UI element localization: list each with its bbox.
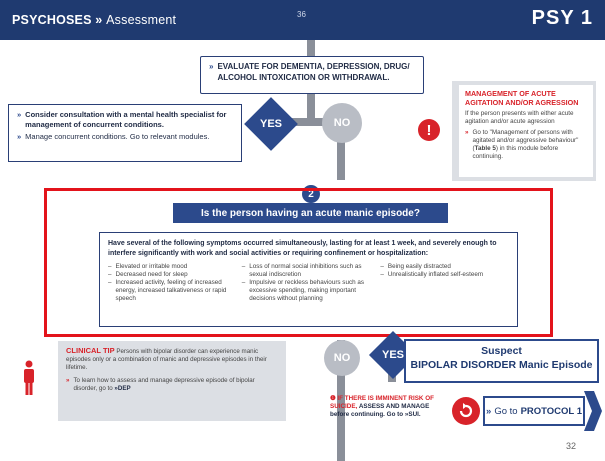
redirect-icon-svg: [459, 403, 473, 418]
agitation-goto-suffix: ) in this module before continuing.: [472, 145, 559, 160]
symptoms-box: Have several of the following symptoms o…: [99, 232, 518, 327]
agitation-table-ref: Table 5: [474, 145, 496, 152]
symptoms-lead: Have several of the following symptoms o…: [108, 240, 497, 257]
header-separator: »: [95, 13, 103, 27]
symptom-item: –Decreased need for sleep: [108, 271, 188, 278]
suicide-red-text: IF THERE IS IMMINENT RISK OF SUICIDE,: [330, 395, 434, 411]
symptoms-col-1: –Elevated or irritable mood –Decreased n…: [108, 263, 232, 303]
flow-line-evaluate-to-yesno: [307, 92, 315, 122]
header-section-title: PSYCHOSES » Assessment: [12, 13, 176, 27]
chevron-right-icon: »: [209, 62, 214, 71]
symptom-item: –Being easily distracted: [380, 263, 451, 270]
symptom-item: –Elevated or irritable mood: [108, 263, 188, 270]
page-number: 32: [566, 441, 577, 451]
no-badge-top: NO: [322, 103, 362, 143]
protocol-arrow-icon: [584, 391, 602, 431]
person-icon: [22, 360, 36, 396]
clinical-tip-learn: » To learn how to assess and manage depr…: [66, 377, 255, 392]
consult-box: » Consider consultation with a mental he…: [8, 104, 242, 162]
header-page-title: Assessment: [106, 13, 177, 27]
clinical-tip-text-block: CLINICAL TIP Persons with bipolar disord…: [66, 347, 278, 372]
agitation-goto: » Go to "Management of persons with agit…: [465, 129, 587, 161]
no-label-top: NO: [333, 117, 351, 129]
evaluate-box: » EVALUATE FOR DEMENTIA, DEPRESSION, DRU…: [200, 56, 424, 94]
clinical-tip-label: CLINICAL TIP: [66, 346, 115, 355]
suspect-line-1: Suspect: [481, 345, 522, 357]
agitation-title: MANAGEMENT OF ACUTE AGITATION AND/OR AGR…: [465, 89, 579, 107]
protocol-arrow-svg: [584, 391, 602, 431]
page-header: PSYCHOSES » Assessment 36 PSY 1: [0, 0, 605, 40]
consult-item-1: Consider consultation with a mental heal…: [25, 110, 227, 129]
question-text: Is the person having an acute manic epis…: [201, 207, 420, 219]
chevron-right-icon: »: [17, 132, 22, 141]
flow-line-horizontal: [270, 118, 346, 126]
alert-icon: !: [418, 119, 440, 141]
yes-label-bottom: YES: [381, 348, 405, 361]
yes-label-top: YES: [259, 117, 283, 130]
warning-icon: ❶: [330, 395, 336, 402]
top-page-number: 36: [297, 10, 306, 19]
redirect-icon: [452, 397, 480, 425]
chevron-right-icon: »: [17, 110, 22, 119]
clinical-tip-learn-text: To learn how to assess and manage depres…: [73, 377, 255, 392]
suicide-note: ❶ IF THERE IS IMMINENT RISK OF SUICIDE, …: [330, 395, 434, 419]
clinical-tip-box: CLINICAL TIP Persons with bipolar disord…: [58, 341, 286, 421]
go-to-protocol-1-button[interactable]: » Go to PROTOCOL 1: [483, 396, 585, 426]
symptoms-col-2: –Loss of normal social inhibitions such …: [242, 263, 371, 303]
suicide-dark-text: ASSESS AND MANAGE before continuing. Go …: [330, 403, 430, 419]
suicide-ref: SUI: [408, 411, 419, 419]
agitation-box: MANAGEMENT OF ACUTE AGITATION AND/OR AGR…: [459, 85, 593, 177]
symptoms-col-3: –Being easily distracted –Unrealisticall…: [380, 263, 509, 303]
highlight-frame: [44, 188, 553, 337]
no-badge-bottom: NO: [324, 340, 360, 376]
consult-item-2: Manage concurrent conditions. Go to rele…: [25, 132, 210, 141]
question-bar: Is the person having an acute manic epis…: [173, 203, 448, 223]
symptom-item: –Unrealistically inflated self-esteem: [380, 271, 484, 278]
agitation-intro: If the person presents with either acute…: [465, 110, 574, 125]
chevron-right-icon: »: [66, 377, 70, 384]
module-code: PSY 1: [531, 7, 593, 29]
yes-badge-top: YES: [244, 97, 298, 151]
suspect-box: Suspect BIPOLAR DISORDER Manic Episode: [404, 339, 599, 383]
evaluate-text: EVALUATE FOR DEMENTIA, DEPRESSION, DRUG/…: [217, 62, 410, 82]
consult-item: » Manage concurrent conditions. Go to re…: [17, 132, 233, 142]
clinical-tip-learn-ref: DEP: [117, 385, 131, 392]
protocol-prefix: Go to: [494, 405, 518, 417]
person-icon-svg: [24, 360, 34, 395]
flow-line-top: [307, 40, 315, 58]
protocol-label: PROTOCOL 1: [520, 405, 582, 417]
step-number: 2: [308, 188, 314, 200]
header-section: PSYCHOSES: [12, 13, 92, 27]
flow-line-no-down: [337, 140, 345, 180]
clinical-tip-text: Persons with bipolar disorder can experi…: [66, 348, 267, 371]
agitation-goto-prefix: Go to "Management of persons with agitat…: [472, 129, 579, 152]
consult-item: » Consider consultation with a mental he…: [17, 110, 233, 129]
chevron-right-icon: »: [486, 405, 492, 417]
flow-line-bottom: [337, 340, 345, 461]
chevron-right-icon: »: [465, 129, 469, 136]
suspect-line-2: BIPOLAR DISORDER Manic Episode: [410, 359, 593, 371]
no-label-bottom: NO: [333, 352, 351, 364]
symptom-item: –Loss of normal social inhibitions such …: [241, 263, 362, 278]
symptom-item: –Increased activity, feeling of increase…: [108, 279, 227, 302]
symptom-item: –Impulsive or reckless behaviours such a…: [241, 279, 365, 302]
